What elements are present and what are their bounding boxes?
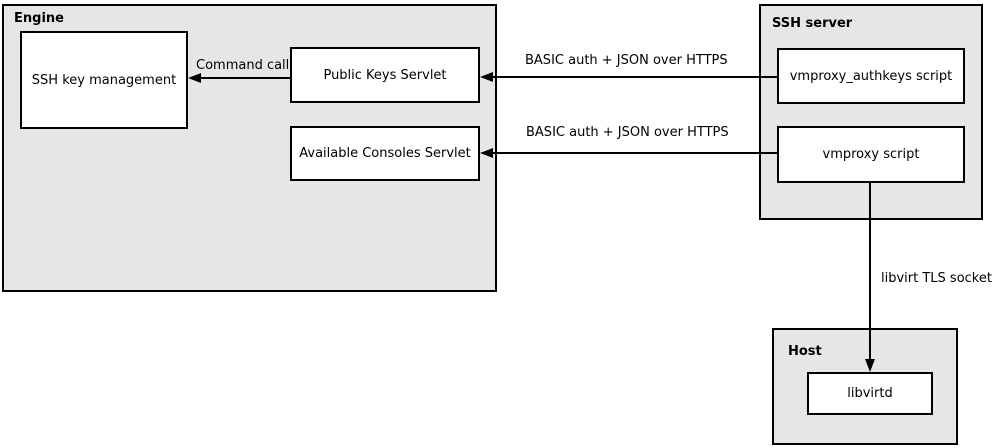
node-libvirtd-label: libvirtd bbox=[847, 386, 893, 401]
node-available-consoles-servlet: Available Consoles Servlet bbox=[290, 126, 480, 181]
edge-basic-auth-bottom-label: BASIC auth + JSON over HTTPS bbox=[526, 125, 729, 140]
group-ssh-server: SSH server bbox=[759, 4, 983, 220]
node-ssh-key-management-label: SSH key management bbox=[31, 72, 177, 88]
edge-basic-auth-top-line bbox=[492, 76, 777, 78]
node-public-keys-servlet: Public Keys Servlet bbox=[290, 47, 480, 103]
arrowhead-left-icon bbox=[480, 72, 493, 82]
arrowhead-down-icon bbox=[865, 359, 875, 372]
arrowhead-left-icon bbox=[188, 73, 201, 83]
node-public-keys-servlet-label: Public Keys Servlet bbox=[323, 67, 447, 83]
arrowhead-left-icon bbox=[480, 148, 493, 158]
node-libvirtd: libvirtd bbox=[807, 372, 933, 415]
group-ssh-server-title: SSH server bbox=[772, 16, 853, 31]
edge-command-call-label: Command call bbox=[196, 58, 290, 73]
node-vmproxy-script-label: vmproxy script bbox=[822, 147, 920, 162]
edge-command-call-line bbox=[200, 77, 290, 79]
node-vmproxy-authkeys-script: vmproxy_authkeys script bbox=[777, 48, 965, 104]
node-vmproxy-script: vmproxy script bbox=[777, 126, 965, 183]
edge-libvirt-tls-label: libvirt TLS socket bbox=[881, 271, 992, 286]
node-ssh-key-management: SSH key management bbox=[20, 31, 188, 129]
edge-libvirt-tls-line bbox=[869, 182, 871, 360]
node-vmproxy-authkeys-script-label: vmproxy_authkeys script bbox=[789, 68, 953, 84]
group-engine-title: Engine bbox=[14, 11, 64, 26]
group-host-title: Host bbox=[788, 344, 822, 359]
node-available-consoles-servlet-label: Available Consoles Servlet bbox=[299, 146, 471, 161]
edge-basic-auth-top-label: BASIC auth + JSON over HTTPS bbox=[525, 53, 728, 68]
edge-basic-auth-bottom-line bbox=[492, 152, 777, 154]
